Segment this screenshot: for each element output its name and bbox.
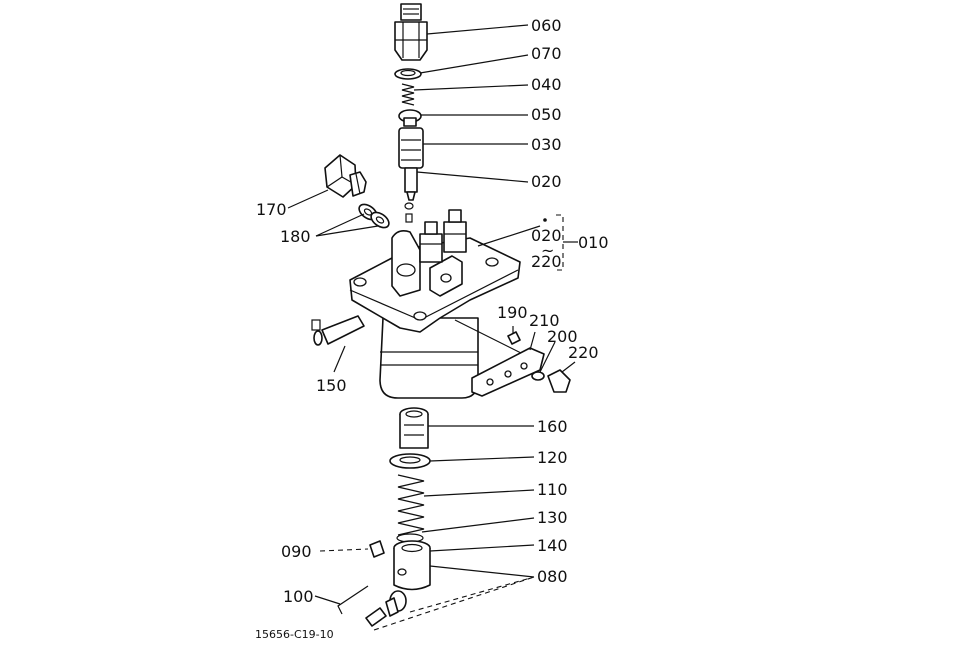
control-rod-150[interactable] [311,315,365,346]
part-label-070: 070 [531,44,562,63]
part-label-020: 020 [531,172,562,191]
valve-050[interactable] [398,109,422,127]
spring-040[interactable] [401,83,415,106]
part-label-020-assembly: 020 [531,226,562,245]
plunger-spring-110[interactable] [397,474,425,536]
part-label-220-assembly: 220 [531,252,562,271]
part-label-140: 140 [537,536,568,555]
washer-200[interactable] [531,371,545,381]
part-label-090: 090 [281,542,312,561]
part-label-120: 120 [537,448,568,467]
part-label-170: 170 [256,200,287,219]
part-label-110: 110 [537,480,568,499]
gasket-070[interactable] [394,68,422,80]
delivery-valve-holder-060[interactable] [394,3,428,61]
part-label-040: 040 [531,75,562,94]
part-label-050: 050 [531,105,562,124]
pump-housing-010[interactable] [349,209,536,399]
bleed-screw-170[interactable] [324,154,367,198]
spring-seat-120[interactable] [389,453,431,469]
part-label-210: 210 [529,311,560,330]
bracket-210[interactable] [471,347,545,397]
valve-seat-030[interactable] [398,127,424,169]
part-label-220: 220 [568,343,599,362]
screw-190[interactable] [507,331,521,345]
washer-180[interactable] [356,201,391,230]
label-tilde: ~ [541,241,554,260]
part-label-180: 180 [280,227,311,246]
part-label-030: 030 [531,135,562,154]
part-label-150: 150 [316,376,347,395]
roller-080[interactable] [365,590,407,627]
part-label-060: 060 [531,16,562,35]
plunger-020[interactable] [404,167,418,223]
part-label-200: 200 [547,327,578,346]
part-label-160: 160 [537,417,568,436]
part-label-010: 010 [578,233,609,252]
bolt-220[interactable] [547,369,571,393]
part-label-190: 190 [497,303,528,322]
leader-lines [287,24,578,631]
tappet-160[interactable] [399,407,429,449]
pin-100[interactable] [337,585,369,615]
pin-090[interactable] [369,540,385,558]
figure-code: 15656-C19-10 [255,628,334,641]
part-label-100: 100 [283,587,314,606]
part-label-080: 080 [537,567,568,586]
part-labels: 060 070 040 050 030 020 170 180 020 010 … [255,16,609,641]
tappet-roller-140[interactable] [393,540,431,591]
part-label-130: 130 [537,508,568,527]
